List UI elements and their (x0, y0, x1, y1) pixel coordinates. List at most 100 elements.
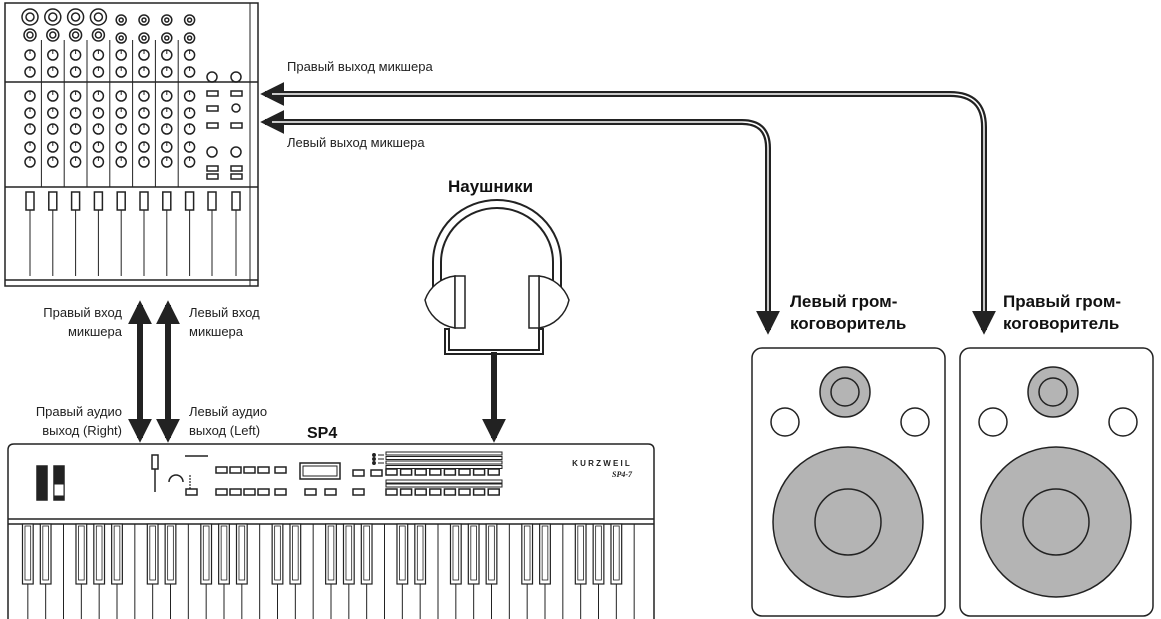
label-mixer-left-in: Левый вход микшера (189, 303, 260, 341)
black-key (21, 523, 34, 585)
label-left-audio-out-line1: Левый аудио (189, 404, 268, 419)
keyboard-display (299, 462, 341, 480)
black-key (235, 523, 248, 585)
panel-button (215, 466, 228, 474)
panel-button (385, 468, 398, 476)
label-right-audio-out-line1: Правый аудио (35, 404, 122, 419)
black-key (93, 523, 106, 585)
jack-hole-icon (186, 17, 193, 23)
xlr-pin-icon (25, 12, 35, 22)
panel-button (243, 488, 256, 496)
black-key (485, 523, 498, 585)
label-right-speaker-line1: Правый гром- (1003, 292, 1122, 311)
display-strip (385, 479, 503, 484)
label-mixer-right-out: Правый выход микшера (287, 59, 433, 74)
panel-button (458, 468, 471, 476)
jack-input-icon (23, 28, 37, 42)
black-key (164, 523, 177, 585)
panel-button (385, 488, 398, 496)
black-key (200, 523, 213, 585)
panel-button (229, 466, 242, 474)
mixer-channel-strip (109, 14, 127, 276)
led-icon (189, 481, 191, 483)
display-strip (385, 460, 503, 465)
panel-button (274, 488, 287, 496)
black-key (289, 523, 302, 585)
jack-hole-icon (94, 31, 103, 39)
mixer-channel-strip (86, 8, 108, 276)
xlr-input-icon (44, 8, 62, 26)
display-strip (385, 456, 503, 460)
led-icon (189, 478, 191, 480)
jack-hole-icon (71, 31, 80, 39)
led-icon (372, 461, 376, 465)
panel-button (370, 469, 383, 477)
label-right-speaker-line2: коговоритель (1003, 314, 1120, 333)
black-key (521, 523, 534, 585)
panel-button (215, 488, 228, 496)
black-key (111, 523, 123, 585)
panel-button (487, 488, 500, 496)
panel-button (274, 466, 287, 474)
panel-button (399, 468, 413, 476)
panel-button (472, 468, 486, 476)
black-key (146, 523, 159, 585)
led-icon (372, 453, 376, 457)
label-left-audio-out-line2: выход (Left) (189, 423, 261, 438)
panel-button (414, 468, 427, 476)
black-key (39, 523, 52, 585)
pitch-wheel (36, 465, 48, 501)
led-icon (189, 475, 191, 477)
black-key (467, 523, 480, 585)
black-key (592, 523, 605, 585)
xlr-input-icon (89, 8, 108, 26)
panel-button (352, 488, 365, 496)
black-key (414, 523, 427, 585)
black-key (75, 523, 88, 585)
panel-button (429, 468, 442, 476)
mod-wheel (53, 465, 65, 501)
mixer-channel-strip (40, 8, 62, 276)
keyboard-brand: KURZWEIL (572, 459, 632, 468)
label-mixer-left-in-line1: Левый вход (189, 305, 260, 320)
keyboard-model-badge: SP4-7 (612, 470, 633, 479)
led-icon (189, 487, 191, 489)
left-speaker (751, 347, 946, 617)
jack-hole-icon (164, 17, 170, 23)
label-mixer-right-in: Правый вход микшера (10, 303, 122, 341)
jack-hole-icon (164, 35, 170, 41)
label-right-speaker: Правый гром- коговоритель (1003, 291, 1121, 335)
panel-button (472, 488, 486, 496)
jack-hole-icon (26, 31, 34, 39)
label-left-speaker: Левый гром- коговоритель (790, 291, 906, 335)
panel-button (487, 468, 500, 476)
jack-hole-icon (141, 35, 147, 41)
jack-input-icon (161, 32, 173, 44)
jack-hole-icon (49, 31, 57, 39)
headphones (424, 199, 570, 443)
label-right-audio-out: Правый аудио выход (Right) (5, 402, 122, 440)
mixer-channel-strip (177, 14, 196, 276)
panel-button (229, 488, 242, 496)
jack-input-icon (115, 14, 127, 26)
jack-input-icon (68, 28, 83, 42)
mixer-channel-strip (132, 14, 150, 276)
jack-hole-icon (118, 35, 124, 41)
xlr-pin-icon (93, 12, 104, 22)
label-mixer-left-in-line2: микшера (189, 324, 244, 339)
mixer-channel-strip (21, 8, 39, 276)
xlr-pin-icon (48, 12, 58, 22)
label-left-speaker-line1: Левый гром- (790, 292, 898, 311)
panel-button (352, 469, 365, 477)
black-key (325, 523, 337, 585)
jack-input-icon (183, 32, 196, 44)
black-key (610, 523, 623, 585)
panel-button (399, 488, 413, 496)
led-icon (372, 457, 376, 461)
black-key (539, 523, 551, 585)
label-mixer-right-in-line1: Правый вход (43, 305, 122, 320)
right-speaker (959, 347, 1154, 617)
panel-button (324, 488, 337, 496)
jack-input-icon (183, 14, 196, 26)
